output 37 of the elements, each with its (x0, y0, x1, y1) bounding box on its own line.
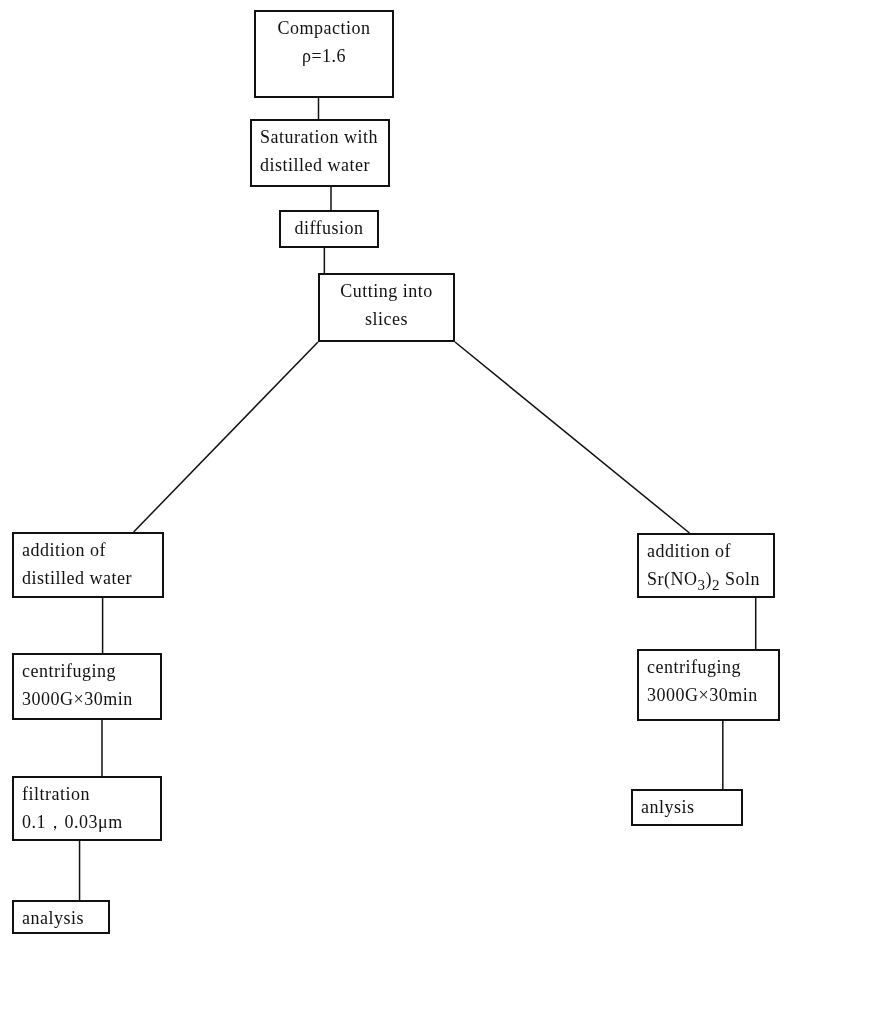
step-text: 3000G×30min (22, 687, 134, 711)
step-text: Compaction (276, 17, 372, 40)
connector-line (101, 719, 103, 777)
connector-line (722, 720, 724, 790)
process-box (12, 900, 110, 934)
connector-line (317, 97, 320, 120)
process-box (12, 532, 164, 598)
step-text: addition of distilled water (22, 539, 133, 590)
connector-line (754, 597, 757, 650)
connector-line (323, 247, 326, 274)
step-text: Cutting into slices (339, 280, 434, 331)
step-text: centrifuging (647, 656, 742, 679)
process-box (250, 119, 390, 187)
process-box (318, 273, 455, 342)
step-text: Sr(NO$_{3}$)$_{2}$ Soln (647, 567, 761, 595)
step-text: centrifuging (22, 660, 117, 683)
step-text: diffusion (293, 217, 365, 240)
process-box (254, 10, 394, 98)
process-box (631, 789, 743, 826)
step-text: addition of (647, 540, 732, 563)
process-box (637, 533, 775, 598)
step-text: anlysis (641, 796, 696, 819)
step-text: filtration (22, 783, 91, 806)
step-text: analysis (22, 907, 85, 930)
connector-line (454, 341, 691, 534)
connector-line (78, 840, 81, 901)
step-text: Saturation with distilled water (260, 126, 379, 177)
connector-line (330, 186, 332, 211)
connector-line (101, 597, 104, 654)
process-box (12, 653, 162, 720)
step-text: 3000G×30min (647, 683, 759, 707)
step-text: ρ=1.6 (300, 44, 348, 68)
step-text: 0.1，0.03μm (22, 810, 124, 834)
process-box (637, 649, 780, 721)
process-box (12, 776, 162, 841)
connector-line (132, 341, 319, 533)
process-box (279, 210, 379, 248)
